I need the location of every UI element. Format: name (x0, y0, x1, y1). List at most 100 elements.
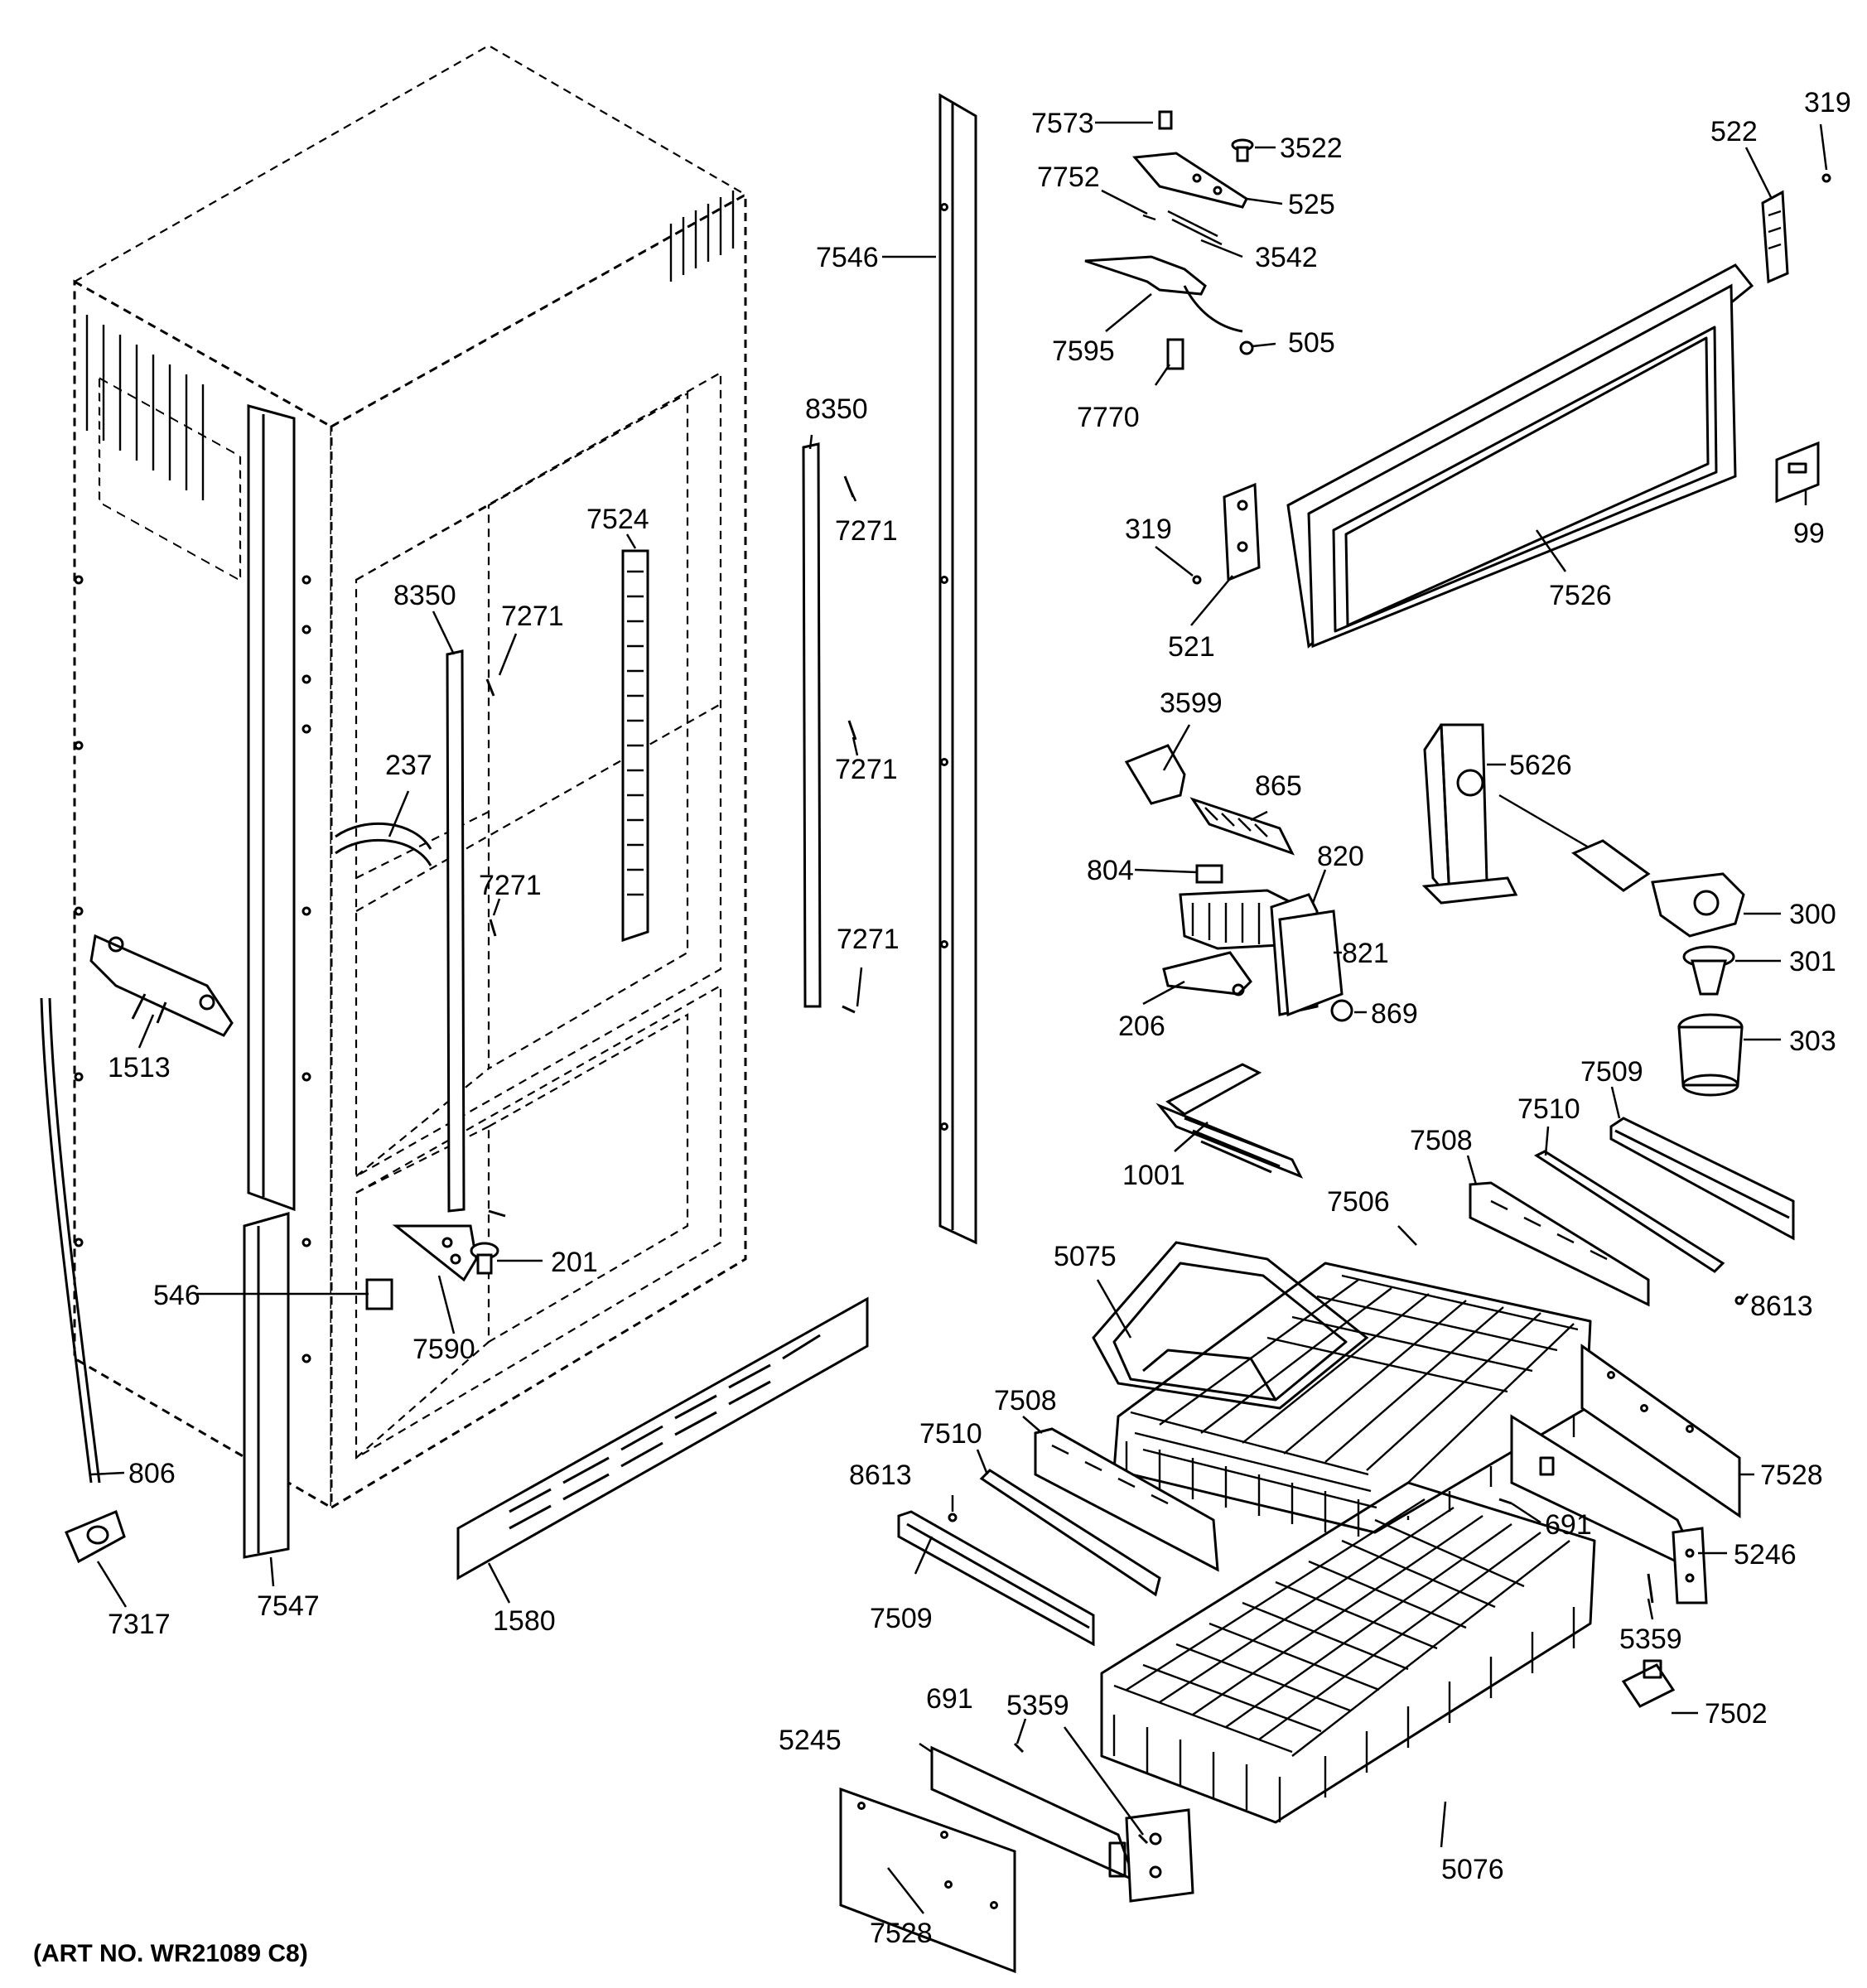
part-5359-right-pin (1647, 1573, 1654, 1604)
part-7546-strip (938, 93, 977, 1245)
callout-7508-right: 7508 (1410, 1125, 1473, 1156)
part-7502-latch (1621, 1659, 1676, 1708)
callout-7528-right: 7528 (1760, 1460, 1823, 1491)
callout-522: 522 (1710, 116, 1758, 147)
callout-7546: 7546 (816, 242, 879, 273)
part-7526-door (1286, 263, 1754, 649)
part-7528-left-panel (839, 1787, 1016, 1974)
leader-lines (90, 121, 1828, 1914)
part-5359-left-pin (1137, 1833, 1149, 1845)
callout-206: 206 (1118, 1011, 1165, 1042)
callout-5076: 5076 (1441, 1854, 1504, 1885)
callout-7508-left: 7508 (994, 1385, 1057, 1416)
callout-303: 303 (1789, 1025, 1836, 1057)
part-300-dispenser (1498, 794, 1745, 938)
part-303-cup (1677, 1013, 1744, 1097)
callout-237: 237 (385, 750, 432, 781)
callout-5075: 5075 (1054, 1241, 1117, 1272)
callout-301: 301 (1789, 946, 1836, 977)
callout-5246: 5246 (1734, 1539, 1797, 1571)
callout-7510-left: 7510 (919, 1418, 982, 1450)
callout-5359-left: 5359 (1006, 1690, 1069, 1721)
callout-7506: 7506 (1327, 1186, 1390, 1218)
callout-7271-e: 7271 (837, 924, 900, 955)
callout-821: 821 (1342, 938, 1389, 969)
callout-7595: 7595 (1052, 335, 1115, 367)
part-521-hinge (1192, 482, 1261, 585)
callout-319-top: 319 (1804, 87, 1851, 118)
callout-7510-right: 7510 (1517, 1093, 1580, 1125)
callout-7526: 7526 (1549, 580, 1612, 611)
right-drawer-slides (1469, 1117, 1795, 1307)
callout-7528-left: 7528 (870, 1918, 933, 1949)
part-5626-bracket (1421, 723, 1518, 905)
callout-8613-right: 8613 (1750, 1291, 1813, 1322)
callout-869: 869 (1371, 998, 1418, 1030)
cabinet-side-holes (74, 575, 311, 1363)
callout-7509-left: 7509 (870, 1603, 933, 1634)
callout-521: 521 (1168, 631, 1215, 663)
callout-7271-a: 7271 (835, 515, 898, 547)
callout-3522: 3522 (1280, 133, 1343, 164)
part-237-tube (335, 822, 432, 866)
part-8350-strip-center (446, 649, 466, 1213)
callout-1513: 1513 (108, 1052, 171, 1083)
part-691-left-screw (1013, 1742, 1025, 1754)
callout-806: 806 (128, 1458, 176, 1489)
callout-865: 865 (1255, 770, 1302, 802)
callout-7752: 7752 (1037, 162, 1100, 193)
callout-5359-right: 5359 (1619, 1624, 1682, 1655)
art-number: (ART NO. WR21089 C8) (33, 1940, 308, 1967)
callout-820: 820 (1317, 841, 1364, 872)
callout-525: 525 (1288, 189, 1335, 220)
part-301-cap (1682, 945, 1735, 996)
callout-546: 546 (153, 1280, 200, 1311)
callout-7317: 7317 (108, 1609, 171, 1640)
icemaker-assembly (1124, 744, 1353, 1022)
callout-5626: 5626 (1509, 750, 1572, 781)
callout-8350-right: 8350 (805, 393, 868, 425)
callout-7524: 7524 (586, 504, 649, 535)
compressor-grille (85, 191, 735, 500)
callout-7502: 7502 (1705, 1698, 1768, 1730)
callout-5245: 5245 (779, 1725, 842, 1756)
callout-7770: 7770 (1077, 402, 1140, 433)
part-7547-lower-trim (243, 1212, 290, 1559)
callout-3599: 3599 (1160, 688, 1223, 719)
callout-201: 201 (551, 1247, 598, 1278)
part-99-badge (1775, 441, 1820, 504)
callout-1001: 1001 (1122, 1160, 1185, 1191)
callout-labels: 7573 3522 7752 525 3542 7595 505 7770 31… (33, 87, 1851, 1967)
part-691-right-screw (1498, 1498, 1512, 1505)
callout-3542: 3542 (1255, 242, 1318, 273)
part-7317-clip (65, 1509, 126, 1564)
callout-7547: 7547 (257, 1590, 320, 1622)
part-5246-bracket (1510, 1414, 1708, 1604)
callout-99: 99 (1793, 518, 1825, 549)
callout-7271-d: 7271 (479, 870, 542, 901)
part-7506-upper-basket (1112, 1262, 1592, 1537)
part-7524-strip (621, 549, 649, 943)
part-201-bumper (470, 1242, 499, 1275)
part-5076-lower-basket (1100, 1481, 1596, 1824)
part-7547-upper-trim (247, 404, 296, 1212)
callout-505: 505 (1288, 327, 1335, 359)
part-8350-strip-right (802, 442, 822, 1008)
part-5245-bracket (930, 1745, 1194, 1903)
callout-7271-b: 7271 (501, 601, 564, 632)
callout-691-right: 691 (1545, 1509, 1592, 1541)
callout-7509-right: 7509 (1580, 1056, 1643, 1088)
part-7590-bracket (392, 1224, 478, 1282)
callout-8350-center: 8350 (393, 580, 456, 611)
part-806-strip (40, 997, 101, 1484)
callout-7590: 7590 (412, 1334, 475, 1365)
callout-8613-left: 8613 (849, 1460, 912, 1491)
hinge-parts (1084, 110, 1254, 370)
callout-300: 300 (1789, 899, 1836, 930)
callout-1580: 1580 (493, 1605, 556, 1637)
left-drawer-slides (897, 1427, 1219, 1647)
part-7528-right-panel (1580, 1344, 1741, 1518)
part-1513-hinge (89, 934, 234, 1037)
callout-691-left: 691 (926, 1683, 973, 1715)
